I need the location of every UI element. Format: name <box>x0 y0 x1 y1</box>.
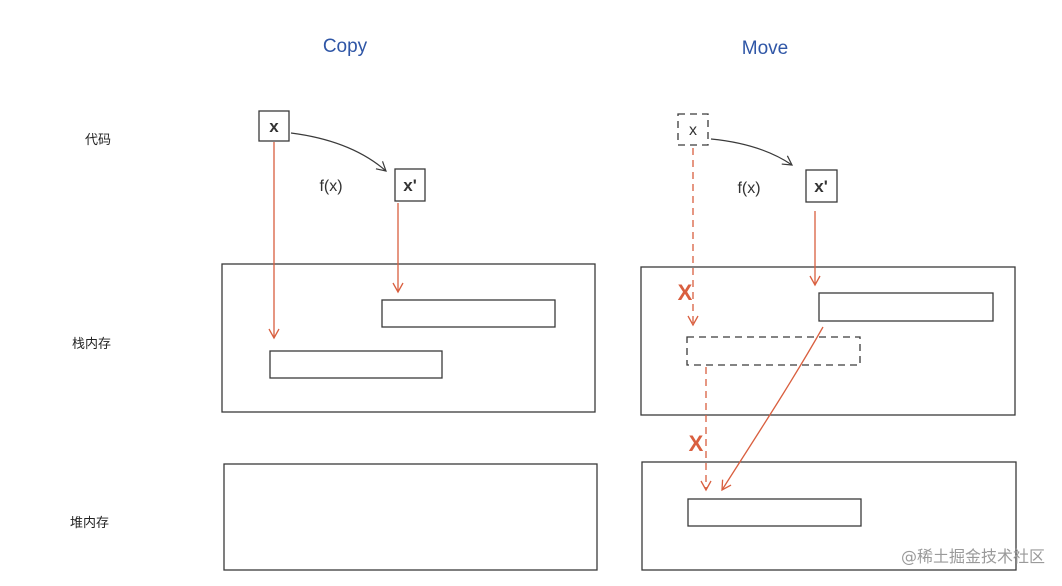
copy-stack-region <box>221 263 596 413</box>
copy-heap-region <box>223 463 598 571</box>
move-stack-slot-result <box>818 292 994 322</box>
move-arrow-stack-to-heap <box>721 326 824 492</box>
move-var-box-source-invalid <box>677 113 709 146</box>
move-function-label: f(x) <box>737 180 760 197</box>
copy-stack-slot-result <box>381 299 556 328</box>
move-title: Move <box>742 38 788 59</box>
move-var-box-result <box>805 169 838 203</box>
row-label-heap: 堆内存 <box>70 515 109 531</box>
copy-var-box-result <box>394 168 426 202</box>
copy-stack-slot-source <box>269 350 443 379</box>
copy-function-label: f(x) <box>319 178 342 195</box>
move-var-source: x <box>689 122 697 139</box>
copy-title: Copy <box>323 36 368 57</box>
copy-var-result: x' <box>403 176 417 195</box>
move-heap-slot <box>687 498 862 527</box>
move-stack-slot-source-invalid <box>686 336 861 366</box>
row-label-code: 代码 <box>85 133 111 148</box>
row-label-stack: 栈内存 <box>72 336 111 352</box>
copy-var-box-source <box>258 110 290 142</box>
move-var-result: x' <box>814 177 828 196</box>
copy-arrow-transform <box>290 132 387 172</box>
move-column: X X x x' f(x) <box>640 113 1017 571</box>
copy-column: x x' f(x) <box>221 110 598 571</box>
move-arrow-transform <box>710 138 794 166</box>
copy-var-source: x <box>269 117 279 136</box>
move-invalid-mark-stack: X <box>678 280 693 305</box>
move-invalid-mark-heap: X <box>689 431 704 456</box>
watermark-text: @稀土掘金技术社区 <box>901 547 1045 566</box>
